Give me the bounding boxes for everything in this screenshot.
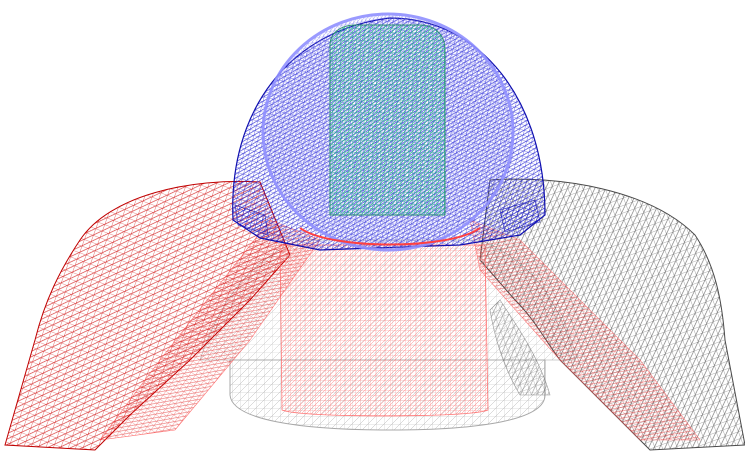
right-port <box>479 178 745 451</box>
central-cylinder <box>279 244 489 417</box>
core <box>329 24 446 216</box>
